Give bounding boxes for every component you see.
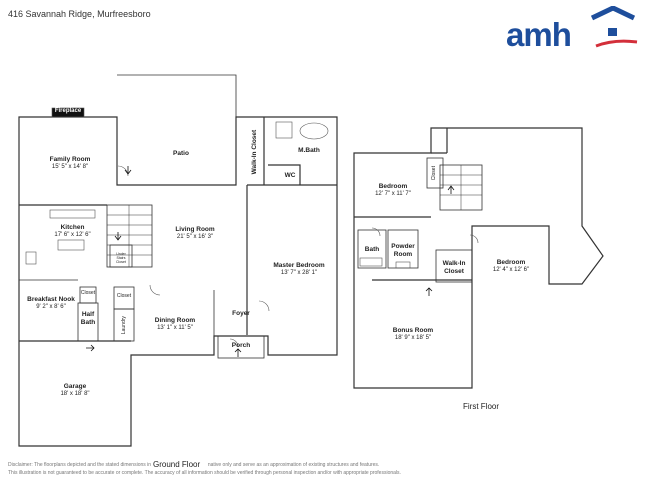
master-bedroom-name: Master Bedroom: [273, 262, 325, 269]
bath-box: [357, 229, 387, 269]
kitchen-island: [57, 239, 85, 251]
dining-room-name: Dining Room: [154, 317, 196, 324]
arrow-stairs-first: [447, 185, 455, 194]
bedroom-2-label: Bedroom 12' 4" x 12' 6": [486, 259, 536, 275]
bath-name: Bath: [364, 246, 380, 253]
kitchen-name: Kitchen: [60, 224, 85, 231]
bonus-room-name: Bonus Room: [392, 327, 434, 334]
under-stairs-closet-label: Under Stairs Closet: [116, 252, 126, 265]
bath-label: Bath: [362, 246, 382, 254]
logo-window: [608, 28, 617, 36]
wall-master-suite: [246, 184, 337, 335]
foyer-name: Foyer: [232, 310, 250, 317]
foyer-label: Foyer: [230, 310, 252, 318]
fireplace-label: Fireplace: [54, 108, 82, 114]
first-closet-label: Closet: [430, 166, 437, 181]
porch-name: Porch: [231, 342, 251, 349]
living-room-label: Living Room 21' 5" x 16' 3": [165, 226, 225, 242]
bedroom-1-name: Bedroom: [378, 183, 408, 190]
family-room-label: Family Room 15' 5" x 14' 8": [40, 156, 100, 172]
family-room-dim: 15' 5" x 14' 8": [51, 164, 89, 171]
walk-in-closet-name: Walk-In Closet: [250, 129, 258, 175]
patio-name: Patio: [173, 150, 189, 157]
bedroom-1-dim: 12' 7" x 11' 7": [375, 191, 411, 198]
wc-label: WC: [282, 172, 298, 180]
vanity-box: [359, 257, 383, 267]
garage-label: Garage 18' x 18' 8": [55, 383, 95, 399]
arrow-patio: [124, 166, 132, 175]
tub-icon: [299, 122, 329, 140]
closet-a-label: Closet: [80, 290, 96, 296]
bonus-room-label: Bonus Room 18' 9" x 18' 5": [386, 327, 440, 343]
arrow-garage: [86, 344, 95, 352]
amh-logo-mark: [590, 6, 638, 48]
garage-name: Garage: [63, 383, 87, 390]
bedroom-2-dim: 12' 4" x 12' 6": [492, 267, 530, 274]
range-box: [25, 251, 37, 265]
family-room-name: Family Room: [49, 156, 91, 163]
disclaimer-line-1a: Disclaimer: The floorplans depicted and …: [8, 462, 152, 468]
laundry-label: Laundry: [120, 316, 127, 335]
disclaimer: Disclaimer: The floorplans depicted and …: [8, 461, 638, 477]
disclaimer-line-2: This illustration is not guaranteed to b…: [8, 470, 401, 476]
breakfast-nook-name: Breakfast Nook: [27, 296, 75, 303]
walk-in-closet-box: [435, 249, 473, 283]
disclaimer-line-1: Disclaimer: The floorplans depicted and …: [8, 461, 638, 469]
under-stairs-closet-box: [109, 244, 133, 268]
garage-dim: 18' x 18' 8": [60, 391, 90, 398]
kitchen-counter: [49, 209, 96, 219]
master-bedroom-label: Master Bedroom 13' 7" x 28' 1": [267, 262, 331, 278]
first-upper-block: [431, 128, 448, 154]
m-bath-label: M.Bath: [295, 147, 323, 155]
powder-room-label: Powder Room: [389, 243, 417, 259]
wall-wc: [268, 164, 301, 185]
first-walk-in-closet-label: Walk-In Closet: [437, 260, 471, 276]
arrow-stairs-ground: [114, 232, 122, 241]
breakfast-nook-dim: 9' 2" x 8' 6": [36, 304, 66, 311]
arrow-bonus: [425, 287, 433, 296]
breakfast-nook-label: Breakfast Nook 9' 2" x 8' 6": [25, 296, 77, 312]
half-bath-label: Half Bath: [78, 311, 98, 327]
patio-outline: [117, 74, 237, 185]
fireplace-box: [51, 107, 85, 118]
dining-room-label: Dining Room 13' 1" x 11' 5": [151, 317, 199, 333]
bedroom-2-name: Bedroom: [496, 259, 526, 266]
first-outer-wall: [353, 127, 604, 389]
ground-floor-title: Ground Floor: [151, 460, 203, 469]
logo-roof: [590, 6, 636, 21]
ground-outer-wall: [18, 116, 338, 447]
living-room-dim: 21' 5" x 16' 3": [176, 234, 214, 241]
porch-label: Porch: [228, 342, 254, 350]
logo-swoosh: [595, 39, 638, 48]
kitchen-dim: 17' 6" x 12' 6": [54, 232, 91, 239]
living-room-name: Living Room: [175, 226, 215, 233]
sink-box: [395, 261, 411, 269]
closet-box: [426, 157, 444, 189]
patio-label: Patio: [166, 150, 196, 158]
logo-wordmark: amh: [506, 16, 572, 53]
wc-name: WC: [284, 172, 296, 179]
walk-in-closet-label: Walk-In Closet: [251, 122, 259, 182]
closet-b-label: Closet: [116, 293, 132, 299]
dining-room-dim: 13' 1" x 11' 5": [157, 325, 193, 332]
kitchen-label: Kitchen 17' 6" x 12' 6": [45, 224, 100, 240]
arrow-porch: [234, 348, 242, 357]
door-swings: [117, 165, 270, 348]
m-bath-name: M.Bath: [298, 147, 320, 154]
bonus-room-dim: 18' 9" x 18' 5": [394, 335, 432, 342]
bedroom-1-label: Bedroom 12' 7" x 11' 7": [368, 183, 418, 199]
property-address: 416 Savannah Ridge, Murfreesboro: [8, 9, 151, 19]
half-bath-name: Half Bath: [80, 311, 96, 327]
shower-box: [275, 121, 293, 139]
disclaimer-line-1b: native only and serve as an approximatio…: [207, 462, 380, 468]
first-floor-title: First Floor: [463, 402, 499, 411]
first-door-swings: [371, 227, 479, 244]
amh-logo: amh: [502, 6, 642, 56]
porch-outline: [217, 335, 265, 359]
powder-room-name: Powder Room: [391, 243, 415, 259]
first-stair-treads: [440, 165, 482, 210]
master-bedroom-dim: 13' 7" x 28' 1": [280, 270, 318, 277]
first-walk-in-closet-name: Walk-In Closet: [442, 260, 466, 276]
